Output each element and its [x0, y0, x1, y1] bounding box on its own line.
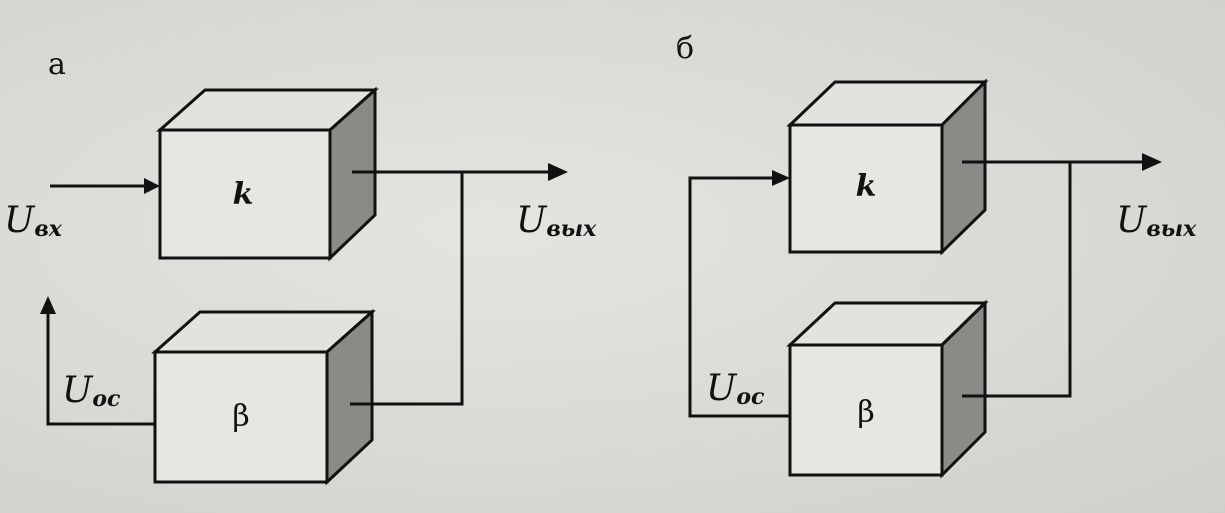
panel-b-label: б: [676, 31, 694, 66]
panel-a-output-signal: Uвых: [516, 200, 597, 242]
panel-a-gain-block: k: [156, 86, 379, 262]
panel-b-feedback-label: β: [857, 395, 874, 430]
panel-b-output-arrow: [1142, 153, 1162, 171]
panel-a: а k β Uвх Uвых Uос: [4, 47, 597, 486]
panel-b-feedback-loop-wire: [688, 176, 790, 418]
panel-b-feedback-block-front: [788, 343, 944, 477]
panel-b-feedback-signal: Uос: [706, 368, 765, 410]
panel-a-gain-block-front: [158, 128, 332, 260]
panel-a-feedback-path: [350, 172, 464, 406]
panel-a-feedback-signal: Uос: [62, 370, 121, 412]
panel-a-feedback-block-front: [153, 350, 329, 484]
panel-a-feedback-output-arrow: [40, 296, 56, 314]
panel-a-feedback-label: β: [232, 399, 249, 434]
panel-b-gain-block-front: [788, 123, 944, 254]
panel-b-gain-block: k: [786, 78, 989, 256]
panel-a-feedback-output-wire: [46, 312, 155, 426]
panel-b-feedback-block: β: [786, 299, 989, 479]
panel-b: б k β Uвых Uос: [676, 31, 1197, 479]
panel-a-label: а: [48, 47, 66, 82]
panel-a-input-arrow: [144, 178, 160, 194]
panel-b-feedback-loop-arrow: [772, 170, 790, 186]
panel-a-input-signal: Uвх: [4, 200, 63, 242]
panel-b-gain-label: k: [856, 169, 877, 204]
panel-b-feedback-path: [962, 162, 1072, 398]
panel-a-output-arrow: [548, 163, 568, 181]
panel-a-feedback-block: β: [151, 308, 376, 486]
panel-a-gain-label: k: [233, 177, 254, 212]
panel-b-output-signal: Uвых: [1116, 200, 1197, 242]
